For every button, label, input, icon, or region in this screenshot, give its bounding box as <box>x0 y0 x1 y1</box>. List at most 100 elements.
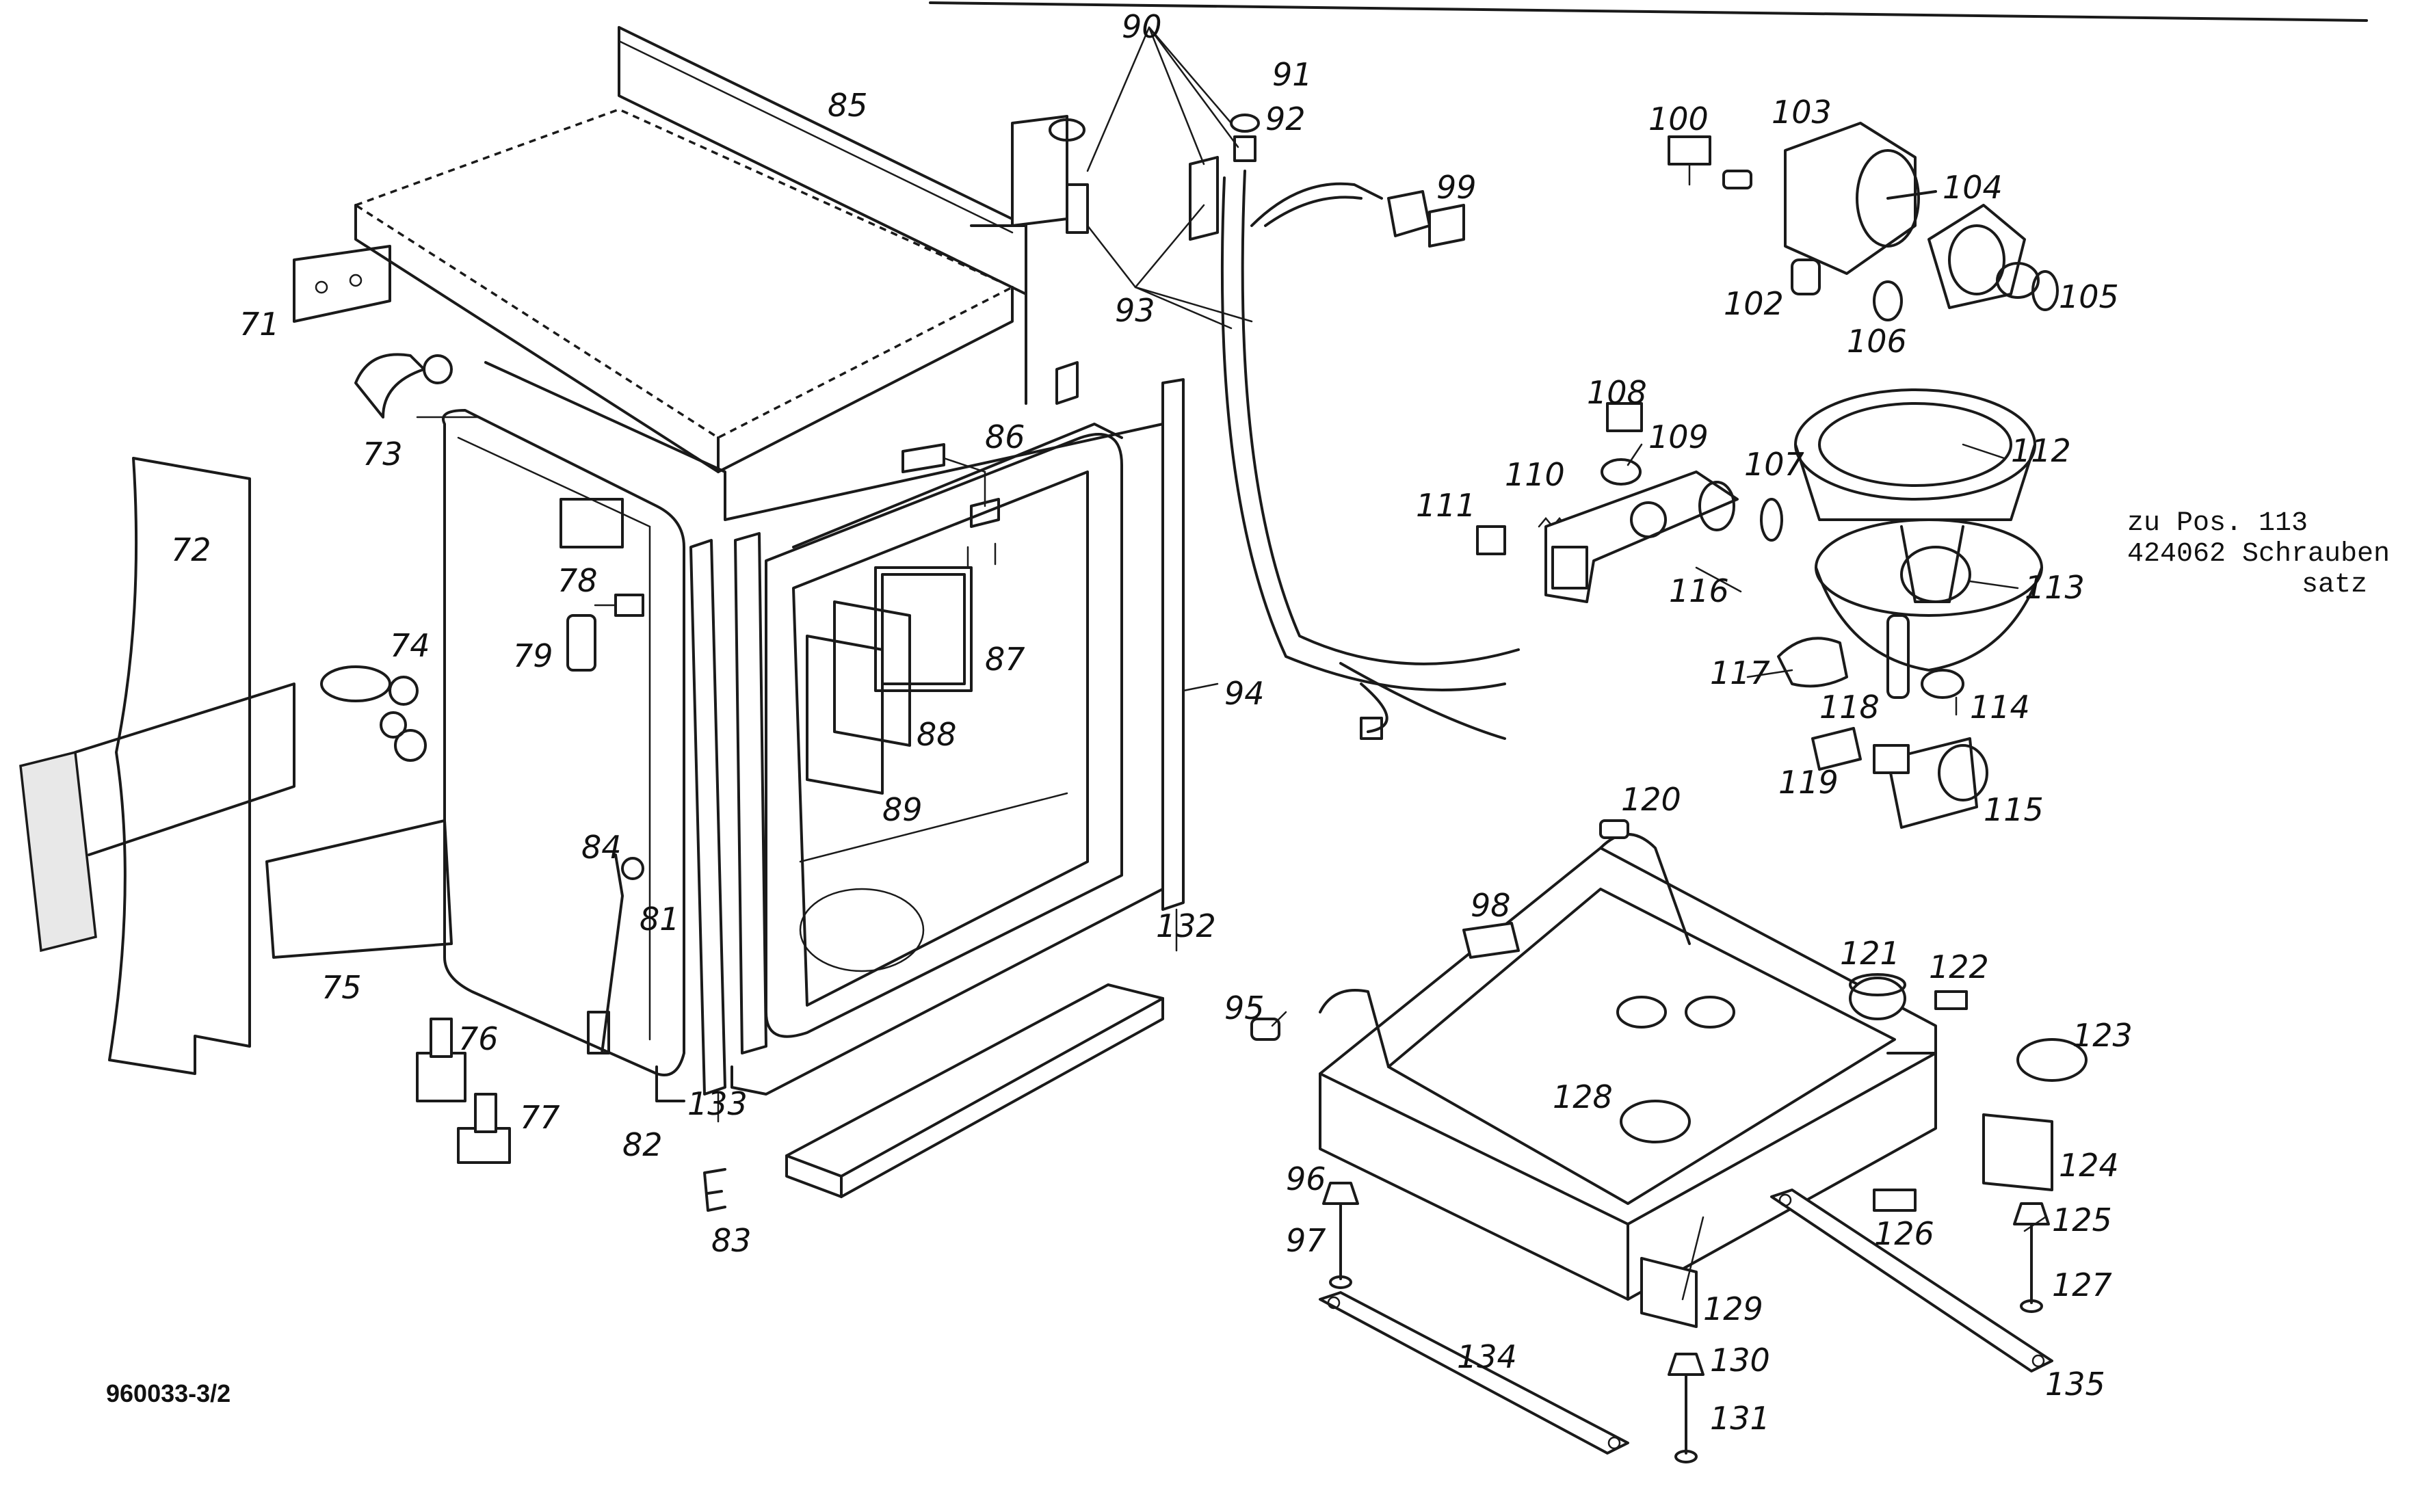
part-113-sump <box>1815 518 2043 672</box>
part-107-oring <box>1760 498 1783 542</box>
part-118-tube <box>1886 614 1910 699</box>
part-132-door-strip <box>1161 378 1185 911</box>
label-82: 82 <box>622 1126 663 1163</box>
part-116-switch-housing <box>1544 470 1739 603</box>
part-95-clip <box>1250 1018 1280 1041</box>
label-127: 127 <box>2052 1266 2112 1303</box>
part-88-door-panel <box>833 600 911 747</box>
part-99-connector <box>1387 190 1465 248</box>
part-122-switch <box>1934 990 1968 1010</box>
part-82-front-edge <box>655 1065 685 1102</box>
label-110: 110 <box>1505 456 1565 493</box>
part-85-top-panel <box>353 26 1027 473</box>
label-74: 74 <box>390 627 430 664</box>
label-71: 71 <box>239 306 280 343</box>
part-90-fittings <box>1011 26 1260 330</box>
label-109: 109 <box>1648 419 1709 455</box>
part-73-hinge <box>354 353 480 419</box>
label-90: 90 <box>1122 8 1162 45</box>
label-114: 114 <box>1970 689 2030 726</box>
part-plinth-rail <box>785 983 1164 1198</box>
part-128-base-tray <box>1319 833 1937 1301</box>
part-77-valve <box>457 1093 511 1164</box>
part-108-valve <box>1606 402 1643 432</box>
label-117: 117 <box>1710 654 1770 691</box>
label-133: 133 <box>687 1085 748 1122</box>
part-89-door-panel <box>806 635 884 795</box>
label-91: 91 <box>1272 56 1313 93</box>
label-87: 87 <box>985 641 1025 678</box>
part-103-motor-housing <box>1784 122 1937 275</box>
label-79: 79 <box>513 637 553 674</box>
part-labels: 71 72 73 74 75 76 77 78 79 81 82 83 84 8… <box>171 8 2133 1437</box>
label-130: 130 <box>1710 1342 1770 1379</box>
label-99: 99 <box>1436 169 1477 206</box>
part-111-microswitch <box>1476 525 1506 555</box>
part-125-127-foot <box>2013 1202 2050 1313</box>
note-line-1: zu Pos. 113 <box>2127 508 2308 539</box>
part-124-cover <box>1982 1113 2053 1191</box>
label-115: 115 <box>1984 791 2044 828</box>
label-77: 77 <box>520 1099 560 1136</box>
label-105: 105 <box>2059 278 2119 315</box>
label-131: 131 <box>1710 1400 1770 1437</box>
label-92: 92 <box>1265 101 1306 137</box>
label-107: 107 <box>1744 446 1804 483</box>
part-129-bracket <box>1640 1257 1698 1328</box>
label-86: 86 <box>985 419 1025 455</box>
label-124: 124 <box>2059 1147 2119 1184</box>
part-130-131-foot <box>1668 1353 1704 1463</box>
label-119: 119 <box>1778 764 1839 801</box>
part-119-hose-connector <box>1811 727 1862 771</box>
label-81: 81 <box>640 901 680 938</box>
label-100: 100 <box>1648 101 1709 137</box>
label-94: 94 <box>1224 675 1265 712</box>
label-123: 123 <box>2072 1017 2133 1054</box>
leader-lines <box>717 443 2046 1301</box>
label-128: 128 <box>1553 1078 1613 1115</box>
label-76: 76 <box>458 1020 499 1057</box>
label-84: 84 <box>581 829 622 866</box>
part-114-oring <box>1921 669 1964 699</box>
part-76-valve <box>416 1018 466 1102</box>
label-102: 102 <box>1724 285 1784 322</box>
label-95: 95 <box>1224 990 1265 1026</box>
label-118: 118 <box>1819 689 1880 726</box>
part-105-oring <box>2031 270 2059 311</box>
label-96: 96 <box>1286 1160 1326 1197</box>
part-96-97-foot <box>1322 1182 1359 1289</box>
part-126-terminal <box>1873 1189 1917 1212</box>
label-125: 125 <box>2052 1202 2112 1238</box>
label-121: 121 <box>1840 935 1900 972</box>
label-73: 73 <box>363 436 403 473</box>
part-100-switch <box>1668 135 1711 186</box>
part-78-switch <box>594 594 644 617</box>
part-117-elbow <box>1777 637 1848 688</box>
part-94-hoses <box>1220 170 1520 740</box>
part-72-side-panel <box>108 457 251 1075</box>
part-102-bushing <box>1722 170 1821 295</box>
part-123-capacitor <box>2016 1038 2088 1082</box>
label-72: 72 <box>171 531 211 568</box>
part-74-hinge <box>320 665 427 762</box>
part-115-drain-pump <box>1873 737 1988 829</box>
part-120-plug <box>1599 819 1629 839</box>
note-block: zu Pos. 113 424062 Schrauben satz <box>2127 508 2390 600</box>
part-87-door-panel <box>874 566 973 692</box>
label-104: 104 <box>1943 169 2003 206</box>
document-reference: 960033-3/2 <box>106 1379 231 1407</box>
label-89: 89 <box>882 791 923 828</box>
label-120: 120 <box>1621 781 1681 818</box>
label-97: 97 <box>1286 1222 1326 1259</box>
label-108: 108 <box>1587 374 1647 411</box>
label-75: 75 <box>321 969 362 1006</box>
label-85: 85 <box>828 87 868 124</box>
label-93: 93 <box>1115 292 1155 329</box>
part-112-filter-ring <box>1794 388 2036 521</box>
part-base-panel-left <box>19 682 453 959</box>
label-83: 83 <box>711 1222 752 1259</box>
label-88: 88 <box>917 716 957 753</box>
part-106-oring <box>1873 280 1903 321</box>
label-103: 103 <box>1772 94 1832 131</box>
label-122: 122 <box>1929 949 1989 985</box>
